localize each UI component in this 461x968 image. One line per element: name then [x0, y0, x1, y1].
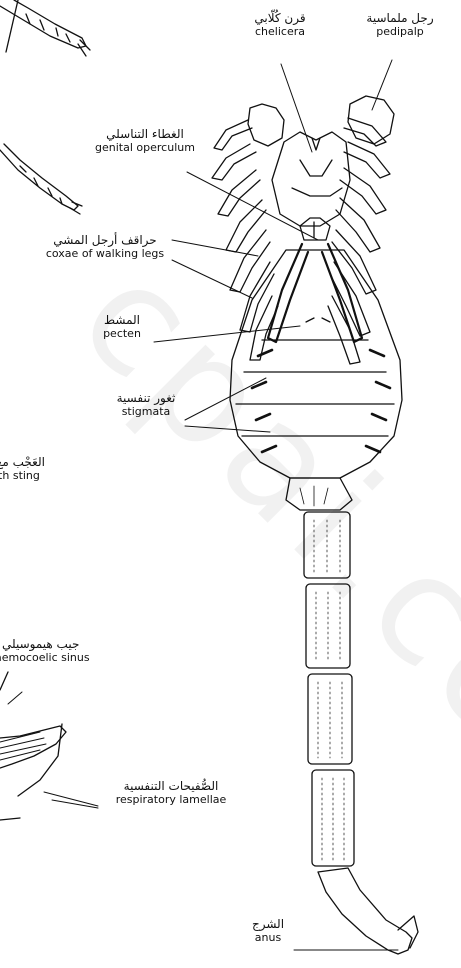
- label-chelicera-en: chelicera: [225, 26, 335, 39]
- label-respiratory-lamellae-en: respiratory lamellae: [96, 794, 246, 807]
- label-sting: العَجْب مع with sting: [0, 456, 66, 482]
- label-chelicera: قرن كُلّابي chelicera: [225, 12, 335, 38]
- label-respiratory-lamellae: الصُّفيحات التنفسية respiratory lamellae: [96, 780, 246, 806]
- preabdomen-last-segment: [286, 478, 352, 510]
- label-pecten-ar: المشط: [92, 314, 152, 328]
- leader-chelicera: [281, 64, 312, 152]
- label-stigmata-en: stigmata: [108, 406, 184, 419]
- label-haemocoelic-sinus-ar: جيب هيموسيلي: [0, 638, 116, 652]
- mesosoma: [230, 250, 402, 478]
- leader-sinus: [8, 692, 22, 704]
- leader-lamellae: [44, 792, 98, 806]
- leader-lines: [8, 60, 398, 950]
- label-haemocoelic-sinus-en: haemocoelic sinus: [0, 652, 116, 665]
- label-pedipalp: رجل ملماسية pedipalp: [350, 12, 450, 38]
- leader-coxae-a: [172, 240, 258, 256]
- label-pedipalp-ar: رجل ملماسية: [350, 12, 450, 26]
- tail-segments: [304, 512, 418, 954]
- label-respiratory-lamellae-ar: الصُّفيحات التنفسية: [96, 780, 246, 794]
- label-coxae: حراقف أرجل المشي coxae of walking legs: [30, 234, 180, 260]
- label-sting-ar: العَجْب مع: [0, 456, 66, 470]
- label-anus-ar: الشرج: [238, 918, 298, 932]
- label-sting-en: with sting: [0, 470, 66, 483]
- label-genital-operculum-ar: الغطاء التناسلي: [80, 128, 210, 142]
- label-haemocoelic-sinus: جيب هيموسيلي haemocoelic sinus: [0, 638, 116, 664]
- label-coxae-ar: حراقف أرجل المشي: [30, 234, 180, 248]
- leader-stigmata-b: [185, 426, 270, 432]
- label-genital-operculum: الغطاء التناسلي genital operculum: [80, 128, 210, 154]
- label-chelicera-ar: قرن كُلّابي: [225, 12, 335, 26]
- leg-fragment-top-left: [0, 0, 90, 56]
- label-stigmata-ar: ثغور تنفسية: [108, 392, 184, 406]
- leader-stigmata-a: [185, 378, 266, 420]
- label-pecten: المشط pecten: [92, 314, 152, 340]
- label-genital-operculum-en: genital operculum: [80, 142, 210, 155]
- label-anus: الشرج anus: [238, 918, 298, 944]
- lamellae-fragment: [0, 672, 66, 820]
- label-anus-en: anus: [238, 932, 298, 945]
- label-coxae-en: coxae of walking legs: [30, 248, 180, 261]
- leader-genital-operculum: [187, 172, 318, 240]
- label-pedipalp-en: pedipalp: [350, 26, 450, 39]
- leg-fragment-mid-left: [0, 144, 82, 214]
- label-stigmata: ثغور تنفسية stigmata: [108, 392, 184, 418]
- label-pecten-en: pecten: [92, 328, 152, 341]
- leader-pedipalp: [372, 60, 392, 110]
